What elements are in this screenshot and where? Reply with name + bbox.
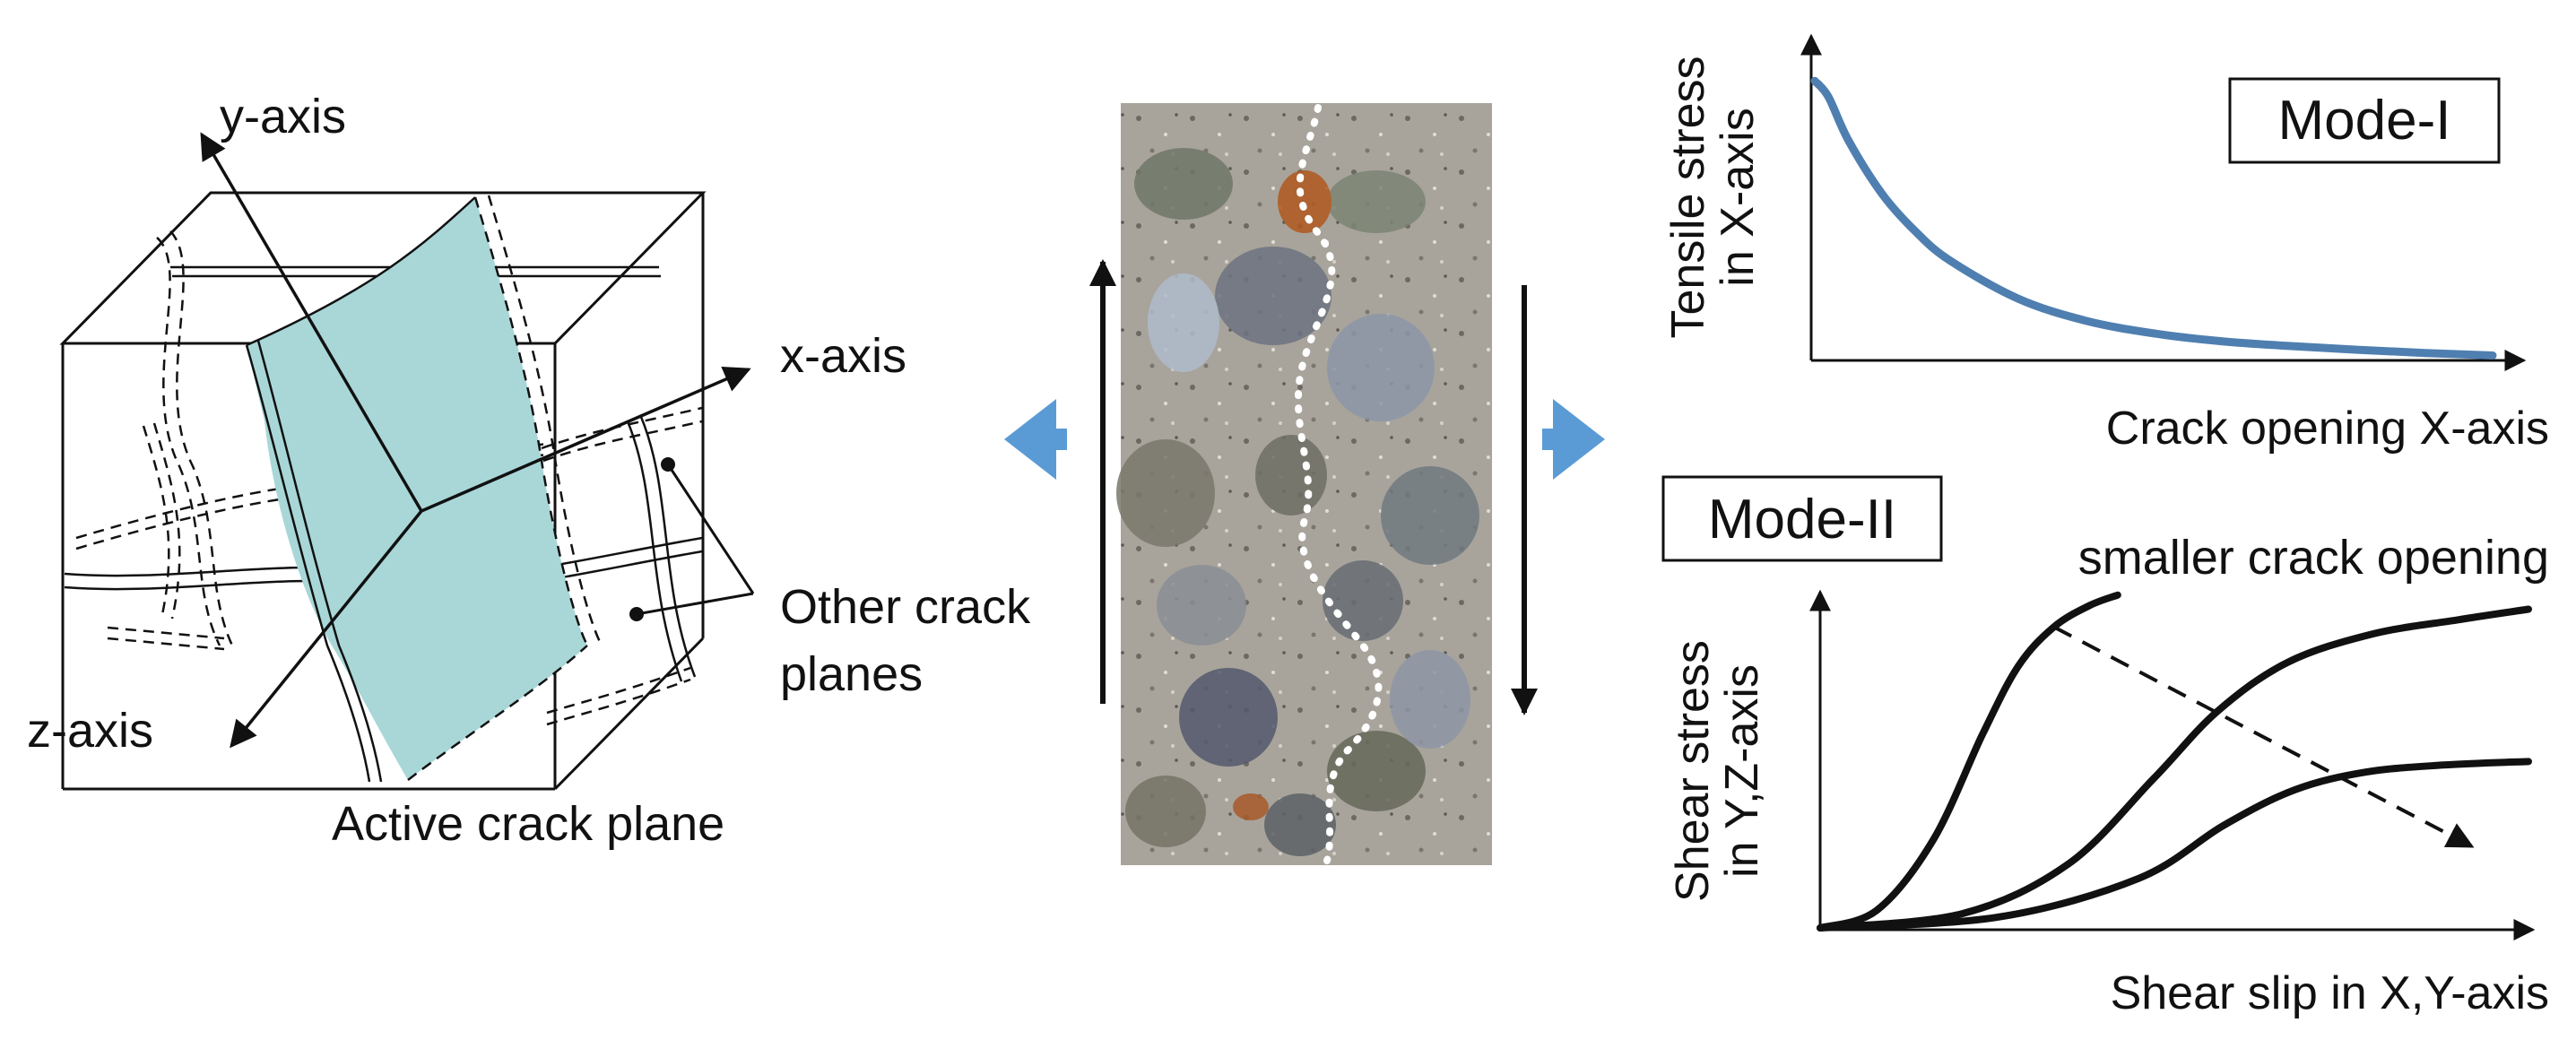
right-blue-arrow bbox=[1542, 399, 1605, 480]
mode-ii-title: Mode-II bbox=[1708, 489, 1896, 550]
mode-ii-title-box bbox=[1661, 475, 1943, 562]
crack-cube bbox=[59, 132, 755, 791]
z-axis-label: z-axis bbox=[27, 704, 153, 758]
mode-i-ylabel-2: in X-axis bbox=[1712, 108, 1764, 286]
mode-i-title: Mode-I bbox=[2278, 90, 2451, 152]
concrete-crack-photo bbox=[1116, 103, 1492, 865]
z-axis-arrow bbox=[230, 509, 423, 749]
mode-ii-xlabel: Shear slip in X,Y-axis bbox=[2111, 967, 2549, 1019]
mode-ii-ylabel-1: Shear stress bbox=[1667, 640, 1719, 902]
mode-ii-ylabel-2: in Y,Z-axis bbox=[1716, 664, 1768, 878]
other-crack-planes-label-2: planes bbox=[780, 647, 923, 701]
cube-labels: y-axis x-axis z-axis Active crack plane … bbox=[27, 90, 1031, 851]
other-crack-planes-label-1: Other crack bbox=[780, 580, 1031, 634]
y-axis-arrow bbox=[200, 132, 423, 512]
mode-ii-series-1 bbox=[1817, 591, 2121, 932]
callout-dot-2 bbox=[629, 607, 644, 621]
cube-axes bbox=[200, 132, 751, 749]
mode-ii-chart: Mode-II smaller crack opening Shear stre… bbox=[1661, 475, 2549, 1019]
other-planes-callout bbox=[636, 464, 755, 616]
mode-i-title-box bbox=[2228, 77, 2501, 164]
mode-ii-series-3 bbox=[1817, 758, 2532, 932]
mode-i-xlabel: Crack opening X-axis bbox=[2106, 403, 2549, 455]
mode-i-chart: Mode-I Tensile stress in X-axis Crack op… bbox=[1662, 33, 2549, 455]
mode-i-ylabel-1: Tensile stress bbox=[1662, 56, 1714, 339]
mode-ii-annotation: smaller crack opening bbox=[2078, 531, 2549, 585]
mode-i-series-1 bbox=[1810, 76, 2497, 360]
x-axis-label: x-axis bbox=[780, 329, 906, 383]
y-axis-label: y-axis bbox=[220, 90, 346, 143]
x-axis-arrow bbox=[421, 366, 751, 513]
smaller-crack-opening-arrow bbox=[2052, 625, 2475, 848]
active-crack-plane bbox=[245, 195, 603, 783]
crack-path bbox=[1294, 104, 1383, 864]
mode-ii-series-2 bbox=[1817, 605, 2532, 932]
active-crack-plane-label: Active crack plane bbox=[332, 797, 724, 851]
callout-dot-1 bbox=[661, 457, 675, 472]
left-blue-arrow bbox=[1004, 399, 1067, 480]
